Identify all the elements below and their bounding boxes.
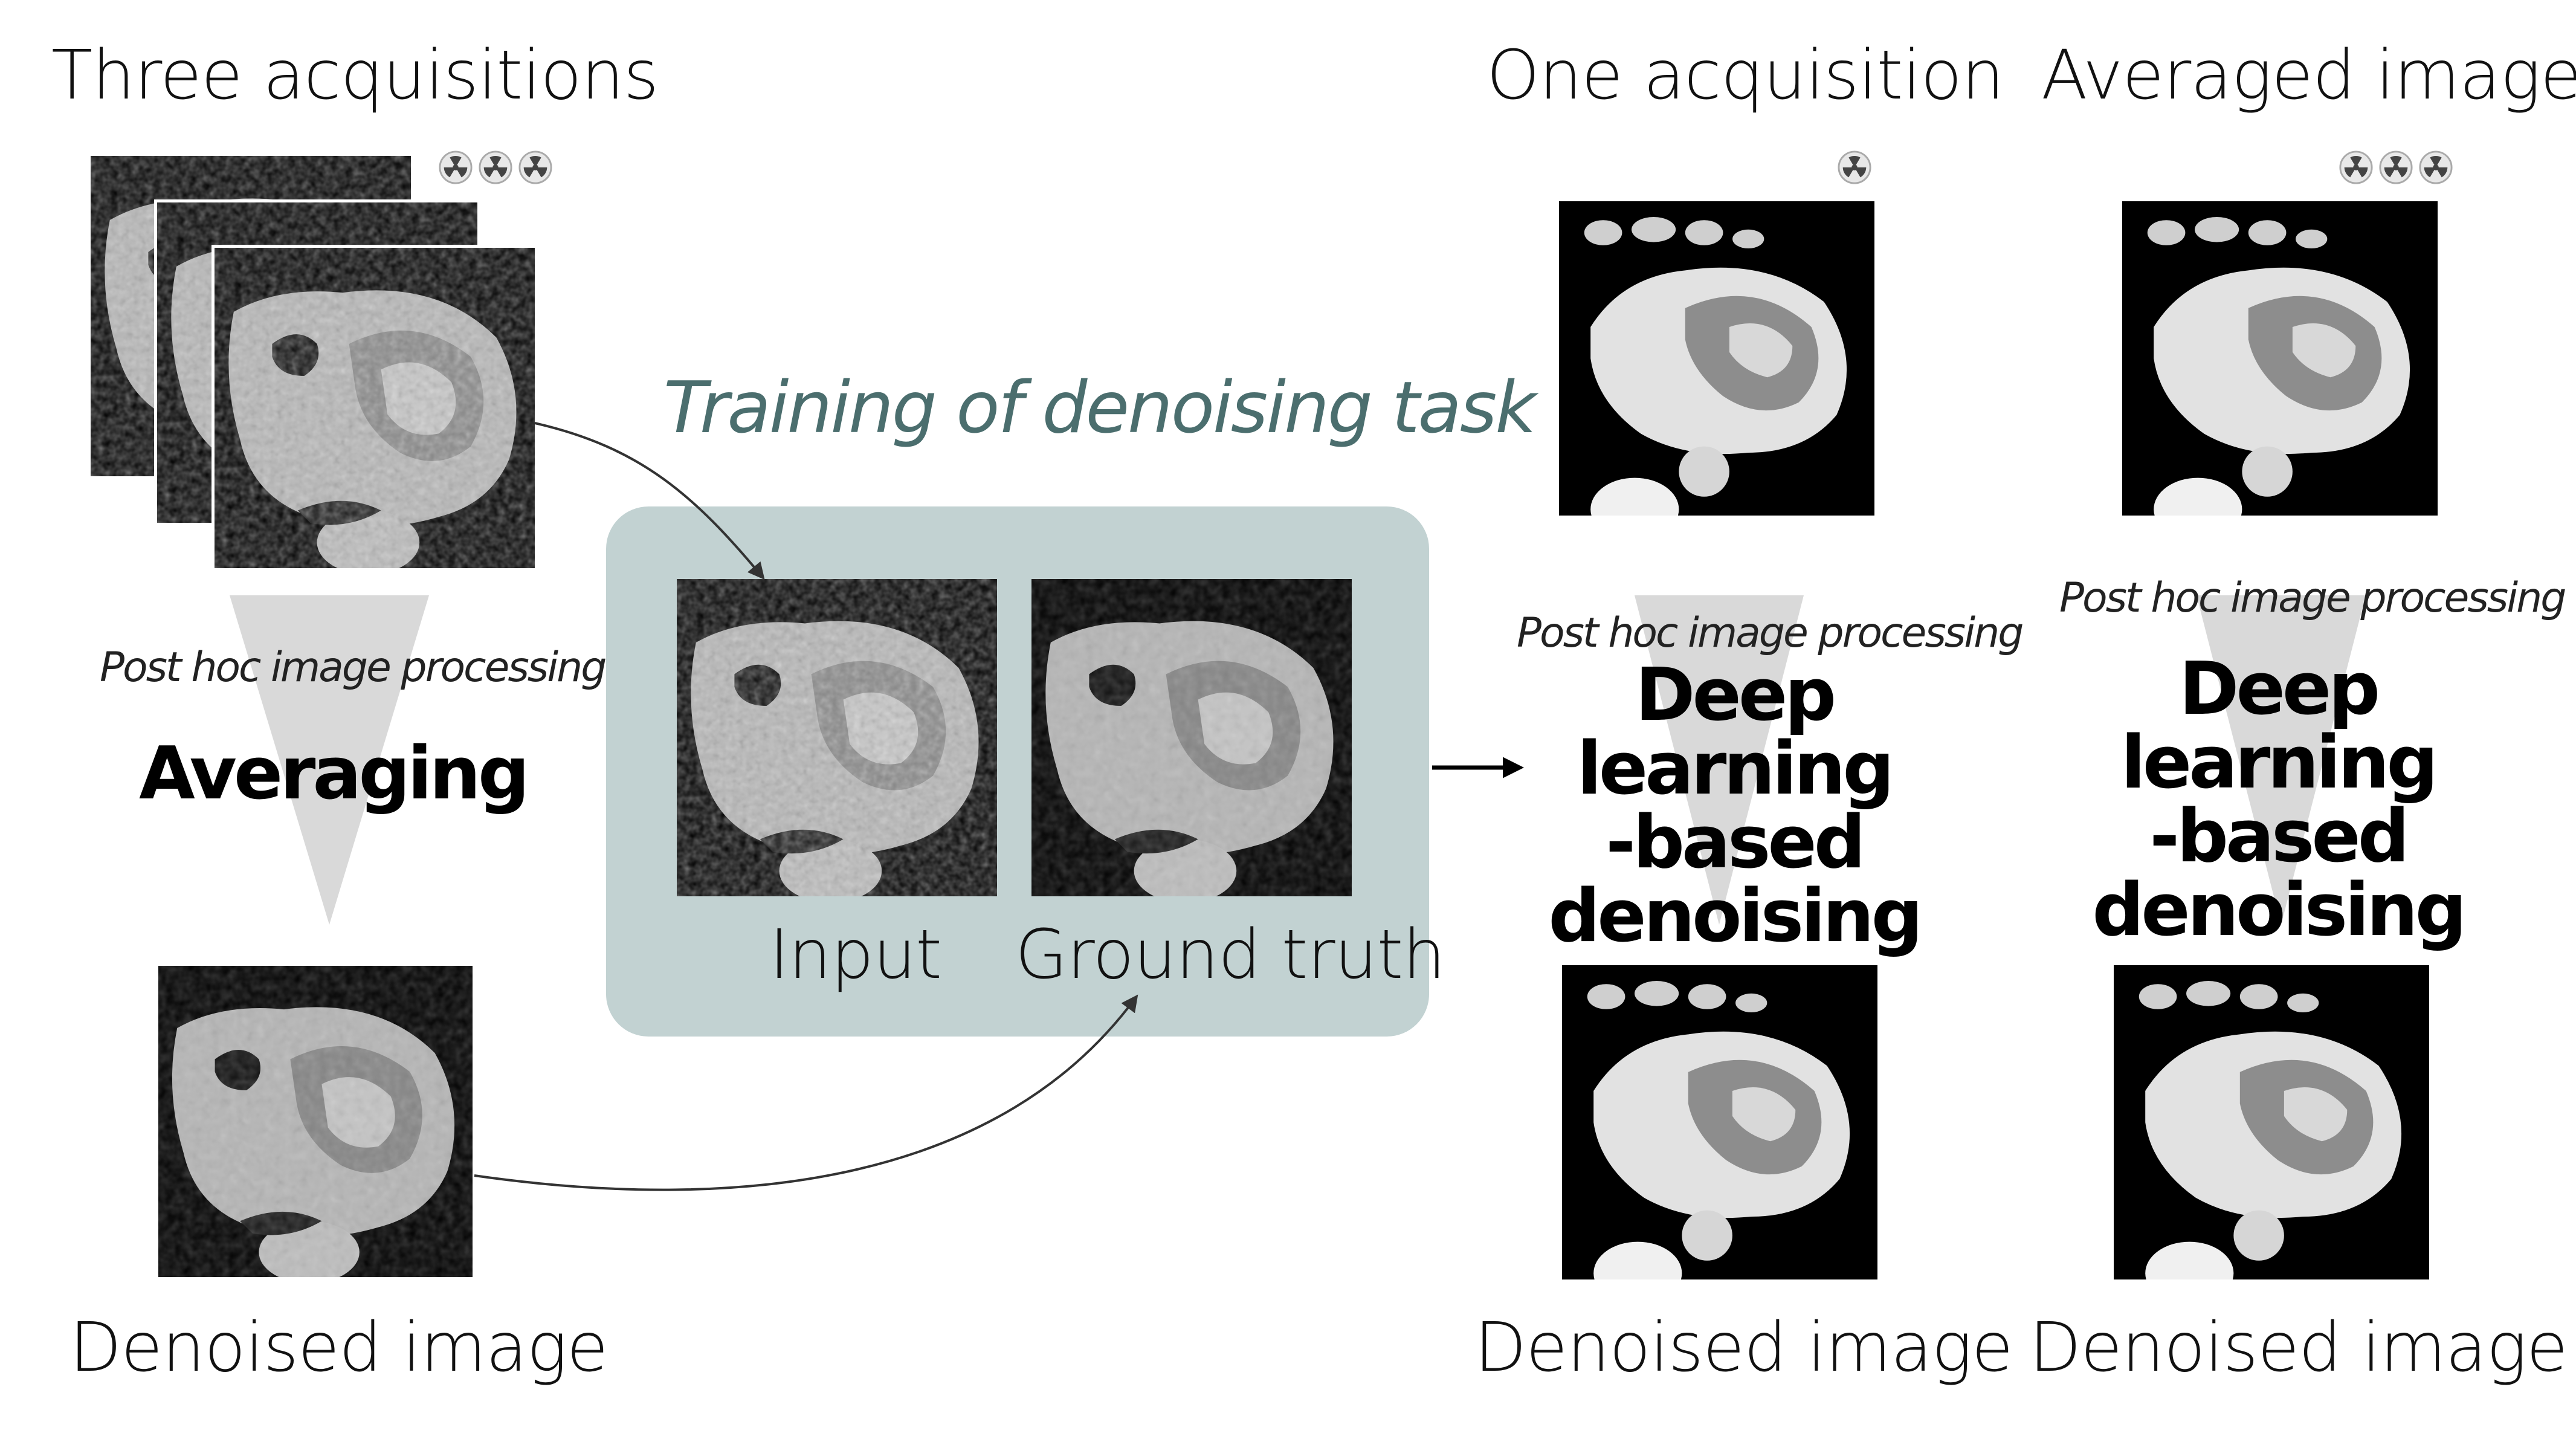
- training-input-image: [677, 579, 997, 896]
- right-averaged-image: [2122, 201, 2438, 516]
- right-method-line-1: Deep learning: [2120, 647, 2439, 805]
- acquisition-image-3: [211, 245, 538, 571]
- radiation-icon-group-middle: [1837, 150, 1872, 187]
- training-title: Training of denoising task: [663, 366, 1537, 449]
- radiation-icon: [1837, 150, 1872, 185]
- right-process-label: Post hoc image processing: [2059, 574, 2566, 622]
- middle-title: One acquisition: [1487, 36, 2004, 115]
- left-process-label: Post hoc image processing: [100, 644, 607, 691]
- training-ground-truth-label: Ground truth: [1015, 916, 1445, 994]
- radiation-icon: [2418, 150, 2453, 185]
- right-denoised-image: [2114, 965, 2429, 1279]
- arrow-to-ground-truth: [474, 994, 1138, 1191]
- arrow-to-input: [534, 422, 765, 580]
- middle-acquisition-image: [1559, 201, 1874, 516]
- middle-method-line-1: Deep learning: [1577, 653, 1895, 811]
- middle-method-line-2: -based: [1606, 801, 1865, 885]
- radiation-icon-group-right: [2339, 150, 2453, 185]
- right-result-label: Denoised image: [2029, 1308, 2568, 1387]
- left-method: Averaging: [139, 732, 530, 816]
- middle-result-label: Denoised image: [1474, 1308, 2013, 1387]
- training-ground-truth-image: [1031, 579, 1352, 896]
- middle-method: Deep learning -based denoising: [1493, 659, 1976, 954]
- left-result-label: Denoised image: [69, 1308, 608, 1387]
- right-title: Averaged image: [2041, 36, 2576, 115]
- middle-process-label: Post hoc image processing: [1517, 609, 2024, 657]
- left-title: Three acquisitions: [51, 36, 659, 115]
- training-input-label: Input: [769, 916, 942, 994]
- radiation-icon: [2378, 150, 2413, 185]
- right-method: Deep learning -based denoising: [2036, 653, 2520, 948]
- funnel-left: [230, 595, 429, 925]
- middle-denoised-image: [1562, 965, 1877, 1279]
- right-method-line-2: -based: [2149, 795, 2409, 879]
- left-denoised-image: [158, 966, 473, 1277]
- middle-method-line-3: denoising: [1548, 875, 1923, 959]
- right-method-line-3: denoising: [2092, 869, 2467, 953]
- funnel-middle: [1635, 595, 1804, 925]
- radiation-icon: [2339, 150, 2374, 185]
- funnel-right: [2197, 595, 2366, 925]
